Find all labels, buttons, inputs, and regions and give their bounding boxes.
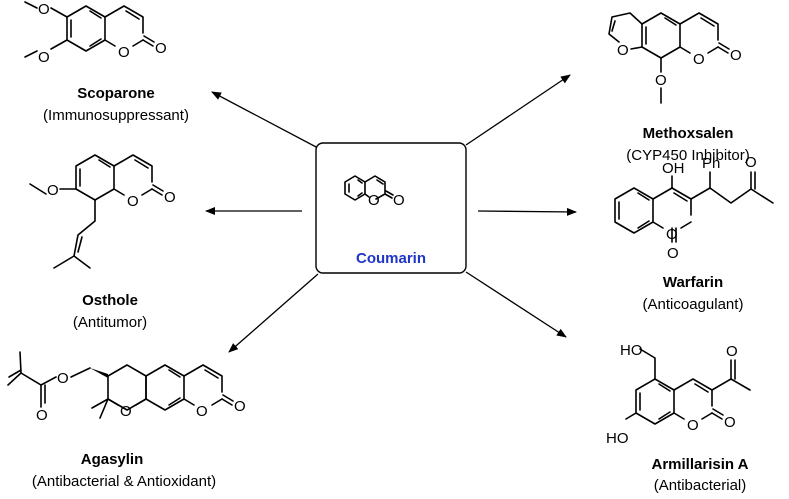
compound-activity: (CYP450 Inhibitor) xyxy=(626,147,749,164)
atom-o: O xyxy=(120,403,132,420)
atom-o: O xyxy=(118,44,130,61)
compound-activity: (Antibacterial & Antioxidant) xyxy=(32,473,216,490)
atom-ho: HO xyxy=(620,342,643,359)
arrow-to-warfarin xyxy=(477,207,577,216)
compound-agasylin: O O O O O Agasylin (Antibacterial & Anti… xyxy=(7,351,246,490)
arrow-to-armillarisin xyxy=(465,271,567,338)
coumarin-structure: O O xyxy=(344,175,405,209)
arrow-to-scoparone xyxy=(211,91,319,149)
center-coumarin: O O Coumarin xyxy=(315,142,467,274)
center-compound-name: Coumarin xyxy=(356,250,426,267)
compound-scoparone: O O O O Scoparone (Immunosuppressant) xyxy=(24,1,189,124)
atom-o: O xyxy=(617,42,629,59)
atom-o: O xyxy=(164,189,176,206)
compound-warfarin: OH Ph O O O Warfarin (Anticoagulant) xyxy=(614,154,774,313)
atom-oh: OH xyxy=(662,160,685,177)
osthole-structure: O O O xyxy=(29,154,176,269)
compound-name: Osthole xyxy=(82,292,138,309)
atom-o: O xyxy=(667,245,679,262)
compound-methoxsalen: O O O O Methoxsalen (CYP450 Inhibitor) xyxy=(608,12,750,164)
center-box xyxy=(315,142,467,274)
atom-o: O xyxy=(730,47,742,64)
compound-name: Agasylin xyxy=(81,451,144,468)
compound-name: Armillarisin A xyxy=(652,456,749,473)
atom-o: O xyxy=(38,49,50,66)
compound-name: Methoxsalen xyxy=(643,125,734,142)
atom-o: O xyxy=(57,370,69,387)
compound-armillarisin: HO O HO O O Armillarisin A (Antibacteria… xyxy=(606,342,751,494)
atom-o: O xyxy=(234,398,246,415)
atom-o: O xyxy=(38,1,50,18)
atom-ph: Ph xyxy=(702,155,720,172)
atom-o: O xyxy=(36,407,48,424)
atom-o: O xyxy=(47,182,59,199)
atom-o: O xyxy=(693,51,705,68)
atom-o: O xyxy=(155,40,167,57)
agasylin-structure: O O O O O xyxy=(7,351,246,424)
atom-o: O xyxy=(655,72,667,89)
atom-o: O xyxy=(724,414,736,431)
atom-o: O xyxy=(393,192,405,209)
reaction-arrows xyxy=(205,74,577,353)
atom-o: O xyxy=(368,192,380,209)
methoxsalen-structure: O O O O xyxy=(608,12,742,104)
compound-name: Warfarin xyxy=(663,274,723,291)
arrow-to-methoxsalen xyxy=(465,74,571,146)
compound-activity: (Anticoagulant) xyxy=(643,296,744,313)
compound-name: Scoparone xyxy=(77,85,155,102)
compound-activity: (Immunosuppressant) xyxy=(43,107,189,124)
armillarisin-structure: HO O HO O O xyxy=(606,342,751,447)
compound-osthole: O O O Osthole (Antitumor) xyxy=(29,154,176,331)
warfarin-structure: OH Ph O O O xyxy=(614,154,774,262)
scoparone-structure: O O O O xyxy=(24,1,167,66)
atom-o: O xyxy=(687,417,699,434)
atom-o: O xyxy=(745,154,757,171)
compound-activity: (Antitumor) xyxy=(73,314,147,331)
compound-activity: (Antibacterial) xyxy=(654,477,747,494)
atom-ho: HO xyxy=(606,430,629,447)
atom-o: O xyxy=(726,343,738,360)
atom-o: O xyxy=(127,193,139,210)
arrow-to-agasylin xyxy=(228,273,319,353)
atom-o: O xyxy=(666,226,678,243)
atom-o: O xyxy=(196,403,208,420)
